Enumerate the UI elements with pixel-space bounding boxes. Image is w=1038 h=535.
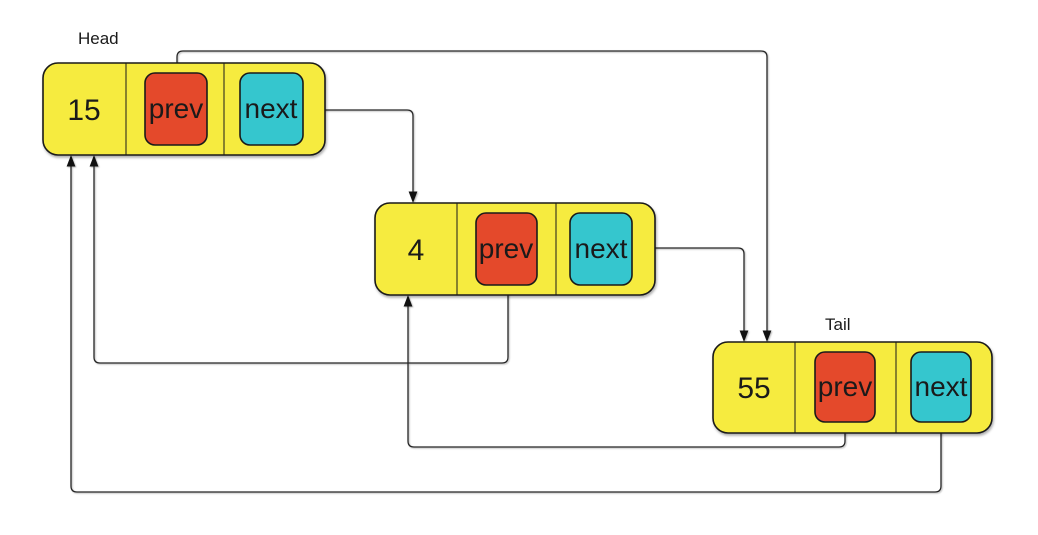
arrowhead-up-icon [89,155,99,167]
prev-pointer-label: prev [479,233,533,264]
prev-pointer-box [144,72,208,146]
pointer-edges [66,50,942,493]
edge-line [632,247,745,331]
tail-label: Tail [825,315,851,334]
arrowhead-up-icon [66,155,76,167]
next-pointer-box [569,212,633,286]
prev-pointer-label: prev [149,93,203,124]
edge-node4-prev-to-head [89,155,509,364]
prev-pointer-box [814,351,876,423]
edge-line [407,306,846,448]
edge-head-next-to-node4 [303,109,418,203]
node-middle: 4 prev next [374,202,656,296]
edge-line [70,166,942,493]
edge-tail-prev-to-node4 [403,295,846,448]
next-pointer-label: next [245,93,298,124]
next-pointer-label: next [575,233,628,264]
node-value: 15 [67,94,100,127]
next-pointer-label: next [915,371,968,402]
edge-node4-next-to-tail [632,247,749,342]
edge-tail-next-to-head [66,155,942,493]
arrowhead-down-icon [762,330,772,342]
edge-line [303,109,414,192]
arrowhead-down-icon [408,191,418,203]
next-pointer-box [910,351,972,423]
prev-pointer-box [475,212,538,286]
node-tail: 55 prev next [712,341,993,434]
edge-line [176,50,768,331]
edge-head-prev-to-tail [176,50,772,342]
node-head: 15 prev next [42,62,326,156]
arrowhead-up-icon [403,295,413,307]
arrowhead-down-icon [739,330,749,342]
edge-line [93,166,509,364]
head-label: Head [78,29,119,48]
node-value: 55 [737,372,770,405]
prev-pointer-label: prev [818,371,872,402]
node-value: 4 [408,234,425,267]
next-pointer-box [239,72,304,146]
